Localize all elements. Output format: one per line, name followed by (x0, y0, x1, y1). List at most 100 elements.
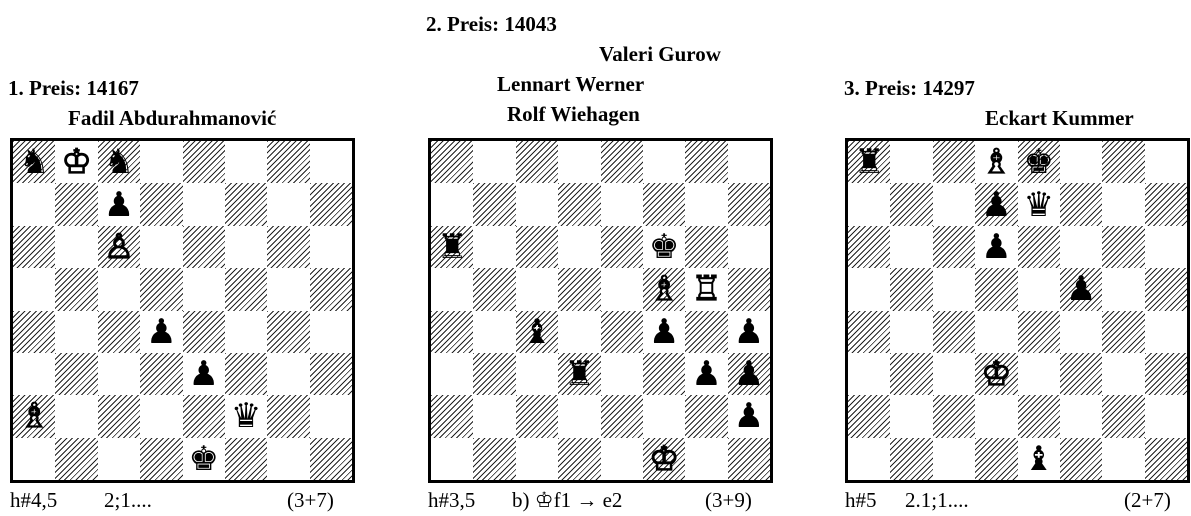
square-d8 (558, 141, 600, 183)
square-f6 (225, 226, 267, 268)
solution-note: 2.1;1.... (905, 488, 969, 513)
black-bishop-icon: ♝ (522, 315, 552, 349)
square-a7 (13, 183, 55, 225)
square-f8 (225, 141, 267, 183)
square-a4 (848, 311, 890, 353)
prize-title: 1. Preis: 14167 (8, 77, 139, 99)
square-a5 (13, 268, 55, 310)
square-h6 (728, 226, 770, 268)
square-h8 (728, 141, 770, 183)
square-b4 (55, 311, 97, 353)
black-pawn-icon: ♟ (104, 188, 134, 222)
white-bishop-icon: ♗ (19, 399, 49, 433)
square-c3 (516, 353, 558, 395)
square-g8 (1102, 141, 1144, 183)
square-h1 (1145, 438, 1187, 480)
square-c5 (933, 268, 975, 310)
square-b4 (473, 311, 515, 353)
white-bishop-icon: ♗ (649, 272, 679, 306)
square-g8 (267, 141, 309, 183)
square-g1 (685, 438, 727, 480)
square-h7 (1145, 183, 1187, 225)
square-d4: ♟ (140, 311, 182, 353)
black-knight-icon: ♞ (104, 145, 134, 179)
square-c1 (933, 438, 975, 480)
square-h6 (1145, 226, 1187, 268)
square-f4: ♟ (643, 311, 685, 353)
square-f5 (225, 268, 267, 310)
square-f5: ♟ (1060, 268, 1102, 310)
black-pawn-icon: ♟ (649, 315, 679, 349)
black-rook-icon: ♜ (437, 230, 467, 264)
black-king-icon: ♚ (649, 230, 679, 264)
square-d5 (558, 268, 600, 310)
black-pawn-icon: ♟ (734, 399, 764, 433)
square-h6 (310, 226, 352, 268)
square-g4 (267, 311, 309, 353)
square-a1 (13, 438, 55, 480)
square-b7 (55, 183, 97, 225)
square-c4: ♝ (516, 311, 558, 353)
square-f4 (225, 311, 267, 353)
square-a6: ♜ (431, 226, 473, 268)
square-b7 (890, 183, 932, 225)
square-g7 (685, 183, 727, 225)
square-e5 (183, 268, 225, 310)
square-c8 (933, 141, 975, 183)
square-h2: ♟ (728, 395, 770, 437)
square-c7 (516, 183, 558, 225)
square-d7: ♟ (975, 183, 1017, 225)
square-a3 (431, 353, 473, 395)
square-h7 (728, 183, 770, 225)
square-h7 (310, 183, 352, 225)
square-f8 (643, 141, 685, 183)
square-f7 (643, 183, 685, 225)
square-e8 (183, 141, 225, 183)
square-a5 (431, 268, 473, 310)
square-e4 (601, 311, 643, 353)
square-b8 (473, 141, 515, 183)
black-pawn-icon: ♟ (981, 188, 1011, 222)
square-g5 (267, 268, 309, 310)
black-queen-icon: ♛ (231, 399, 261, 433)
square-d3: ♜ (558, 353, 600, 395)
square-b5 (55, 268, 97, 310)
square-f1 (1060, 438, 1102, 480)
square-e2 (601, 395, 643, 437)
square-a4 (431, 311, 473, 353)
square-e7 (601, 183, 643, 225)
square-c4 (98, 311, 140, 353)
square-d1 (140, 438, 182, 480)
square-c7: ♟ (98, 183, 140, 225)
square-e3: ♟ (183, 353, 225, 395)
square-e7 (183, 183, 225, 225)
square-g6 (685, 226, 727, 268)
square-a1 (848, 438, 890, 480)
square-e8 (601, 141, 643, 183)
square-e5 (1018, 268, 1060, 310)
square-d6 (558, 226, 600, 268)
white-king-icon: ♔ (61, 145, 91, 179)
square-f2 (1060, 395, 1102, 437)
square-c6 (516, 226, 558, 268)
square-h3: ♟ (728, 353, 770, 395)
white-king-icon: ♔ (981, 357, 1011, 391)
chessboard: ♜♚♗♖♝♟♟♜♟♟♟♔ (428, 138, 773, 483)
square-f5: ♗ (643, 268, 685, 310)
square-b3 (473, 353, 515, 395)
square-g6 (267, 226, 309, 268)
square-g7 (1102, 183, 1144, 225)
square-e3 (601, 353, 643, 395)
square-f1: ♔ (643, 438, 685, 480)
square-g1 (267, 438, 309, 480)
square-f6 (1060, 226, 1102, 268)
prize-title: 2. Preis: 14043 (426, 13, 557, 35)
square-c5 (98, 268, 140, 310)
square-h3 (310, 353, 352, 395)
author: Lennart Werner (497, 73, 644, 95)
square-h1 (310, 438, 352, 480)
square-f6: ♚ (643, 226, 685, 268)
square-h2 (1145, 395, 1187, 437)
square-f7 (225, 183, 267, 225)
square-d2 (975, 395, 1017, 437)
